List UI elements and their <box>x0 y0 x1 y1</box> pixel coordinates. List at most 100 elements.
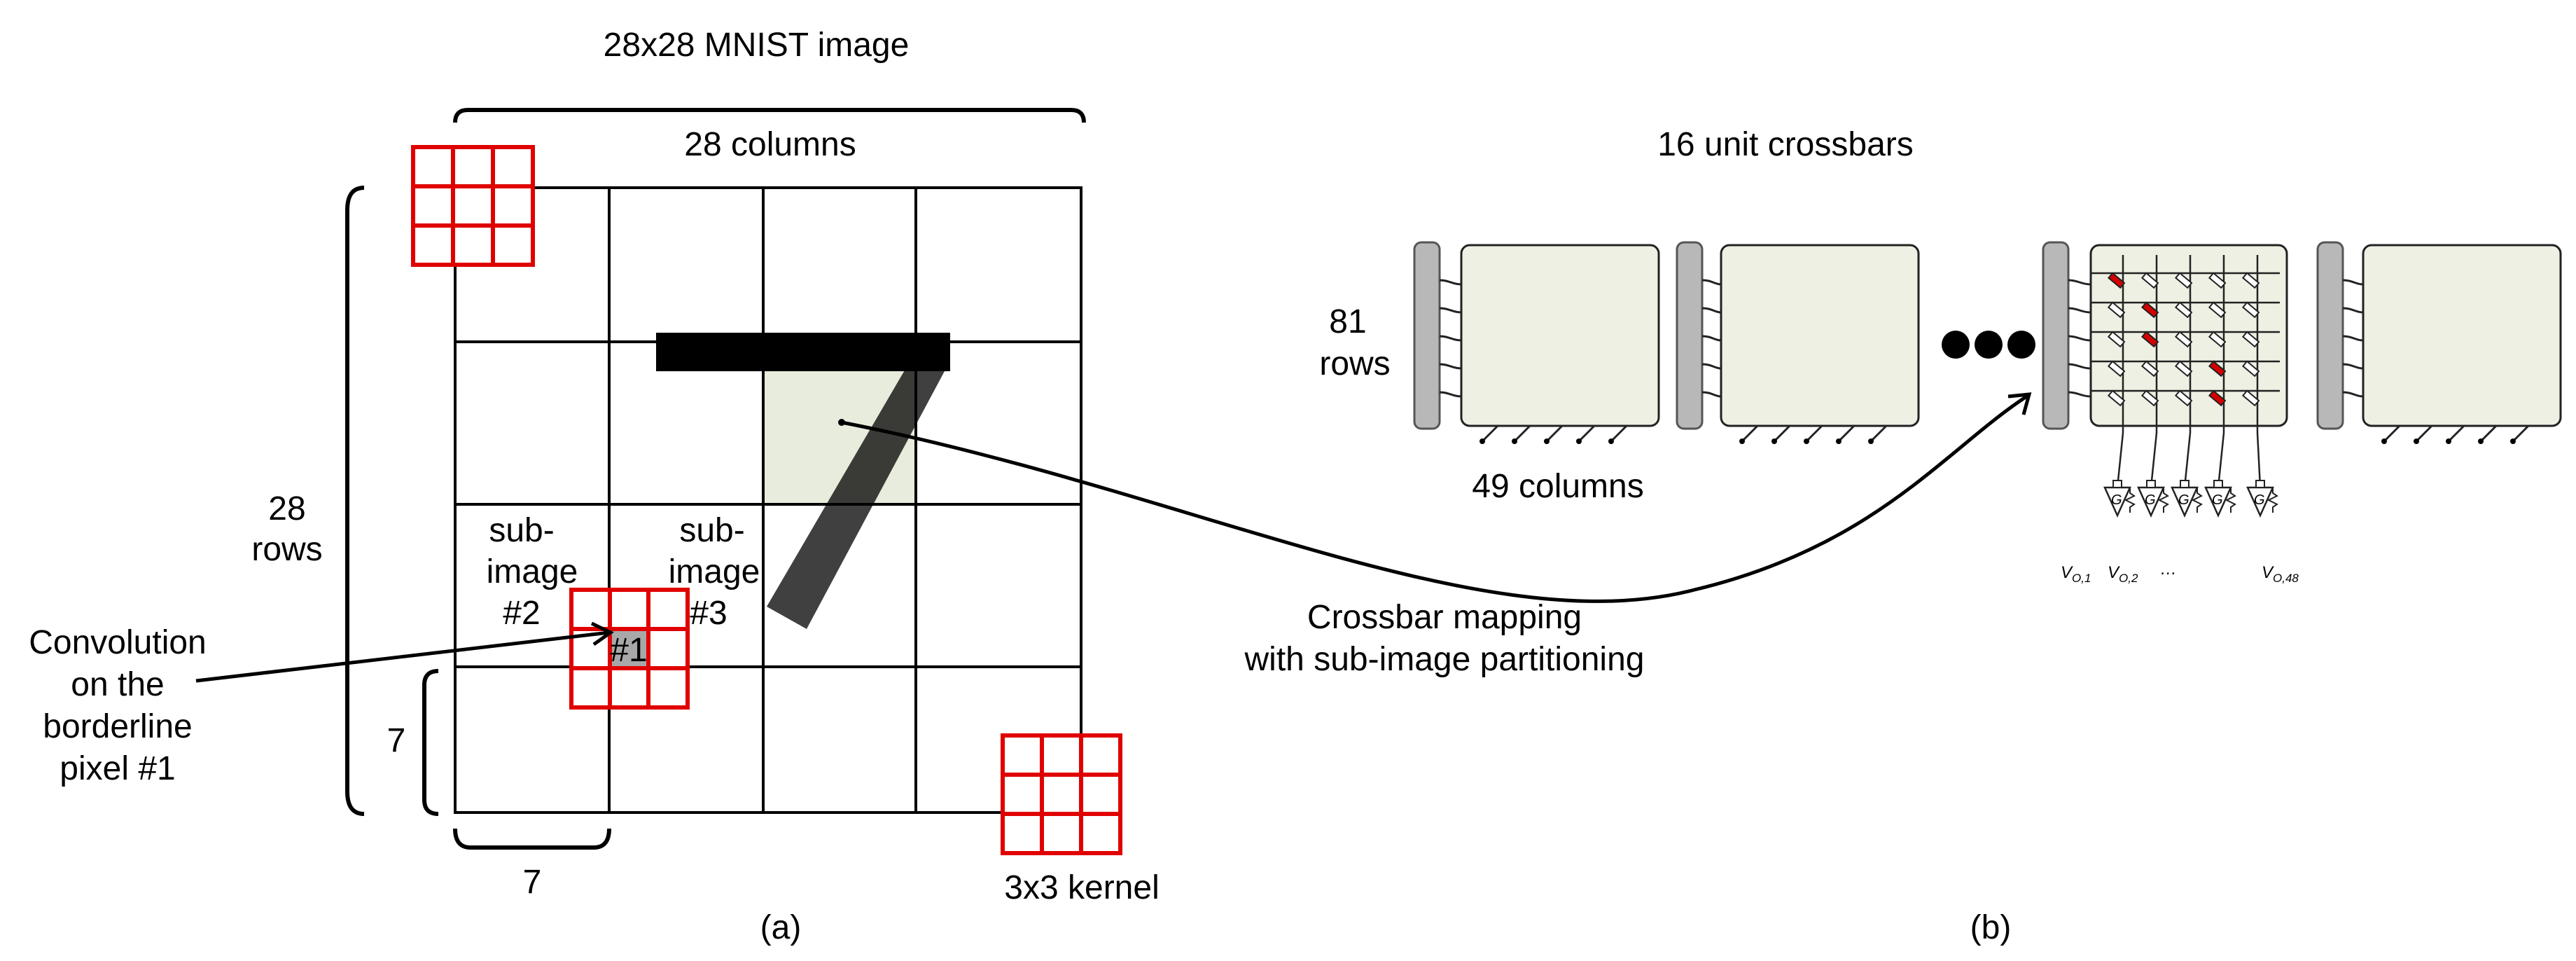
crossbar <box>2089 244 2288 427</box>
rows-brace <box>345 186 365 816</box>
seven-cols-brace <box>453 828 611 850</box>
column-wire <box>1482 424 1499 441</box>
sense-wire <box>2183 432 2192 488</box>
feedback-resistor <box>2267 488 2278 513</box>
column-terminal <box>1836 438 1842 444</box>
row-wire <box>2068 307 2091 314</box>
sense-wire <box>2256 432 2262 488</box>
column-wire <box>1806 424 1823 441</box>
column-terminal <box>2381 438 2387 444</box>
crossbar <box>1720 244 1920 427</box>
sub3-line3: #3 <box>690 595 727 632</box>
memristor <box>2140 301 2159 319</box>
row-wire <box>2342 279 2364 286</box>
caption-a: (a) <box>760 909 802 946</box>
kernel-borderline <box>569 588 690 710</box>
vout-48-label: VO,48 <box>2262 563 2299 585</box>
amp-gain-label: G <box>2145 492 2156 508</box>
row-driver <box>2316 241 2344 430</box>
column-wire <box>1579 424 1596 441</box>
crossbar <box>2362 244 2562 427</box>
sense-wire <box>2217 432 2225 488</box>
memristor <box>2241 389 2260 407</box>
row-wire <box>2342 335 2364 342</box>
sub2-line2: image <box>487 553 578 590</box>
feedback-resistor <box>2124 488 2136 513</box>
column-wire <box>1871 424 1888 441</box>
column-wire <box>2416 424 2433 441</box>
column-wire <box>1839 424 1856 441</box>
column-wire <box>1547 424 1564 441</box>
row-wire <box>1439 363 1462 370</box>
sub3-line2: image <box>669 553 760 590</box>
memristor <box>2107 272 2126 289</box>
row-wire <box>1701 363 1722 370</box>
vout-1-label: VO,1 <box>2061 563 2091 585</box>
column-wire <box>1742 424 1759 441</box>
row-driver <box>2042 241 2070 430</box>
memristor <box>2107 301 2126 319</box>
column-wire <box>1774 424 1791 441</box>
column-wire <box>2384 424 2401 441</box>
memristor <box>2241 301 2260 319</box>
memristor <box>2107 360 2126 378</box>
amp-input <box>2112 480 2122 488</box>
seven-cols-label: 7 <box>523 864 542 901</box>
row-wire <box>2342 363 2364 370</box>
row-wire <box>2068 335 2091 342</box>
sub3-line1: sub- <box>679 512 744 549</box>
vout-2-label: VO,2 <box>2108 563 2138 585</box>
column-terminal <box>1771 438 1777 444</box>
crossbar-columns-label: 49 columns <box>1472 468 1643 505</box>
memristor <box>2140 331 2159 348</box>
memristor <box>2241 331 2260 348</box>
row-wire <box>1701 307 1722 314</box>
crossbar-unit-1 <box>1413 241 1660 444</box>
memristor <box>2241 272 2260 289</box>
row-wire <box>1439 279 1462 286</box>
row-wire <box>2068 391 2091 398</box>
mapping-arrow <box>838 392 2032 603</box>
memristor <box>2241 360 2260 378</box>
feedback-resistor <box>2157 488 2169 513</box>
column-terminal <box>1739 438 1745 444</box>
column-terminal <box>1576 438 1582 444</box>
memristor <box>2174 389 2193 407</box>
seven-rows-label: 7 <box>387 722 406 759</box>
column-wire <box>1515 424 1531 441</box>
kernel-label: 3x3 kernel <box>1004 869 1159 906</box>
sense-wire <box>2150 432 2158 488</box>
feedback-resistor <box>2225 488 2236 513</box>
memristor <box>2174 331 2193 348</box>
row-wire <box>2342 391 2364 398</box>
memristor <box>2208 272 2227 289</box>
conv-line2: on the <box>71 666 164 703</box>
mnist-title: 28x28 MNIST image <box>604 27 910 64</box>
crossbar-rows-2: rows <box>1319 345 1390 382</box>
memristor <box>2174 360 2193 378</box>
memristor <box>2107 389 2126 407</box>
column-terminal <box>2414 438 2419 444</box>
row-wire <box>1701 391 1722 398</box>
convolution-label: Convolution on the borderline pixel #1 <box>29 624 207 787</box>
column-terminal <box>1544 438 1550 444</box>
memristor <box>2140 389 2159 407</box>
row-wire <box>1439 307 1462 314</box>
convolution-arrow <box>195 621 614 683</box>
pixel-1-label: #1 <box>610 632 647 669</box>
memristor <box>2208 360 2227 378</box>
column-wire <box>2449 424 2465 441</box>
crossbar <box>1460 244 1660 427</box>
kernel-bottom-right <box>1001 733 1122 855</box>
row-wire <box>1439 335 1462 342</box>
feedback-resistor <box>2191 488 2203 513</box>
row-driver <box>1676 241 1704 430</box>
row-wire <box>1701 279 1722 286</box>
amp-gain-label: G <box>2178 492 2189 508</box>
ellipsis-dots <box>1942 331 2035 359</box>
column-terminal <box>1480 438 1485 444</box>
amp-input <box>2213 480 2223 488</box>
